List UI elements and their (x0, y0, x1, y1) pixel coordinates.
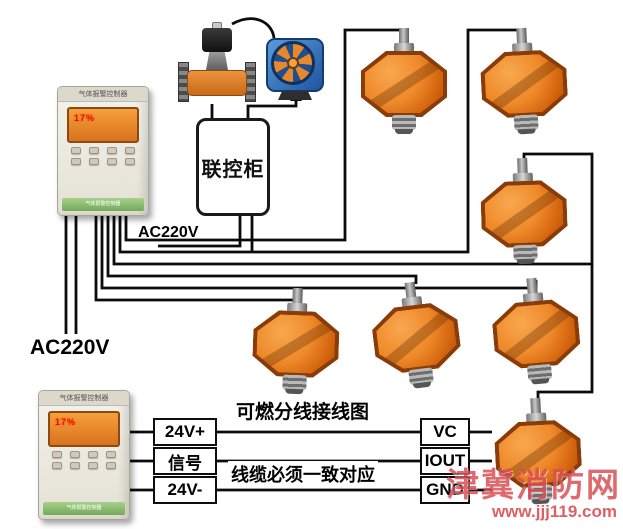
detector-body (491, 297, 582, 370)
gas-detector-5 (364, 277, 468, 393)
terminal-24v-plus: 24V+ (153, 418, 217, 446)
detector-conduit (399, 28, 409, 46)
controller-button (89, 158, 99, 165)
terminal-24v-minus: 24V- (153, 476, 217, 504)
detector-sensor-cap (517, 128, 536, 135)
detector-face (365, 55, 443, 113)
controller-button (125, 147, 135, 154)
controller-button (88, 462, 98, 469)
terminal-iout: IOUT (420, 447, 470, 475)
detector-face (484, 184, 564, 245)
detector-label-band (498, 302, 577, 367)
gas-alarm-controller-bottom: 气体报警控制器 17% 气体报警控制器 (38, 390, 130, 520)
gas-alarm-controller-top: 气体报警控制器 17% 气体报警控制器 (57, 86, 149, 216)
detector-face (374, 304, 458, 371)
watermark: 津冀消防网 www.jjj119.com (446, 467, 621, 521)
controller-title: 气体报警控制器 (39, 391, 129, 406)
controller-button (88, 451, 98, 458)
controller-button (106, 451, 116, 458)
controller-display: 17% (74, 113, 96, 123)
detector-body (479, 49, 568, 119)
detector-face (495, 302, 578, 367)
controller-button (52, 462, 62, 469)
solenoid-valve (178, 22, 256, 104)
controller-display: 17% (55, 417, 77, 427)
valve-coil (202, 28, 232, 52)
detector-body (361, 51, 447, 117)
detector-label-band (255, 316, 340, 373)
watermark-url: www.jjj119.com (491, 501, 617, 521)
gas-detector-2 (475, 26, 572, 137)
detector-body (252, 310, 340, 379)
controller-button (70, 462, 80, 469)
detector-sensor-cap (516, 258, 535, 265)
detector-face (484, 53, 565, 115)
controller-screen: 17% (67, 107, 139, 143)
detector-gland-nut (394, 43, 414, 52)
linkage-control-cabinet: 联控柜 (196, 118, 270, 216)
controller-button (107, 158, 117, 165)
controller-footer-label: 气体报警控制器 (43, 502, 125, 515)
valve-bonnet (206, 52, 228, 70)
controller-button (70, 451, 80, 458)
gas-detector-3 (476, 156, 572, 265)
gas-detector-4 (248, 286, 344, 395)
detector-label-band (365, 55, 443, 113)
detector-label-band (485, 53, 566, 116)
cabinet-label: 联控柜 (201, 158, 265, 181)
detector-face (256, 314, 336, 375)
terminal-vc: VC (420, 418, 470, 446)
exhaust-fan (266, 38, 324, 100)
fan-base (278, 91, 312, 100)
gas-detector-1 (358, 28, 450, 134)
controller-button (52, 451, 62, 458)
detector-label-band (484, 184, 566, 246)
detector-body (370, 300, 463, 376)
valve-body (187, 70, 247, 96)
controller-button (71, 147, 81, 154)
controller-title: 气体报警控制器 (58, 87, 148, 102)
controller-button (106, 462, 116, 469)
diagram-caption: 可燃分线接线图 (236, 402, 370, 423)
detector-sensor-cap (285, 388, 304, 395)
controller-keypad (58, 147, 148, 165)
controller-button (125, 158, 135, 165)
controller-button (71, 158, 81, 165)
terminal-gnd: GND (420, 476, 470, 504)
detector-body (480, 180, 568, 249)
controller-button (107, 147, 117, 154)
ac220v-label-controller: AC220V (30, 336, 110, 359)
cable-note: 线缆必须一致对应 (228, 461, 378, 487)
detector-sensor-cap (395, 129, 413, 134)
controller-keypad (39, 451, 129, 469)
ac220v-label-cabinet: AC220V (138, 224, 199, 241)
fan-hub (287, 57, 299, 69)
terminal-signal: 信号 (153, 447, 217, 475)
gas-detector-6 (486, 274, 587, 388)
controller-screen: 17% (48, 411, 120, 447)
detector-sensor-head (392, 115, 416, 130)
controller-button (89, 147, 99, 154)
detector-label-band (379, 305, 457, 373)
controller-footer-label: 气体报警控制器 (62, 198, 144, 211)
watermark-name: 津冀消防网 (446, 466, 621, 504)
